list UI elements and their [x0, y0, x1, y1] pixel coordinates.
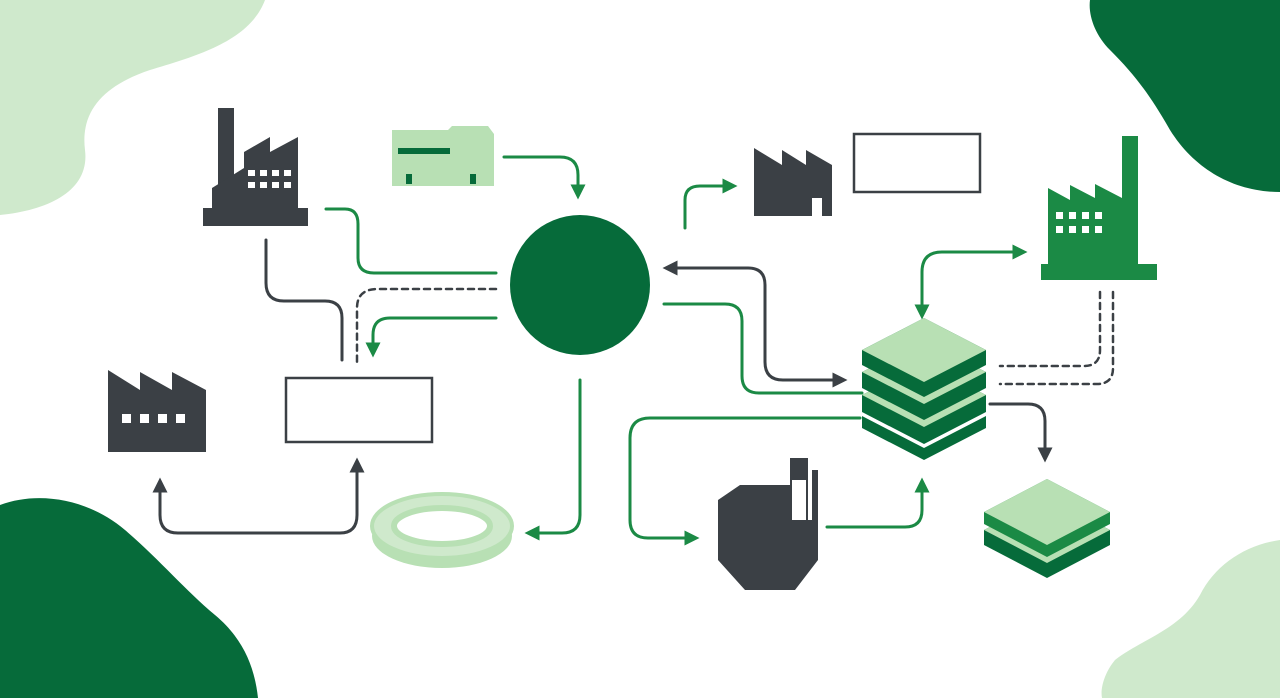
- arrow-hub-to-box: [365, 316, 498, 358]
- arrow-stack-to-silo: [628, 416, 862, 546]
- blob-top-right: [1089, 0, 1280, 192]
- factory-right-icon: [1041, 136, 1157, 280]
- layer-stack-small-icon: [984, 479, 1110, 578]
- machine-icon: [392, 126, 494, 186]
- blob-bottom-right: [1101, 540, 1280, 698]
- arrow-hub-to-factory-small: [683, 178, 738, 230]
- arrow-stack-factory-right: [914, 244, 1028, 320]
- arrow-stack-to-stack-small: [988, 402, 1053, 463]
- furnace-icon: [718, 458, 818, 590]
- factory-top-left-icon: [203, 108, 308, 226]
- factory-small-top-icon: [754, 148, 832, 216]
- layer-stack-large-icon: [862, 318, 986, 460]
- ring-icon: [370, 492, 514, 568]
- arrow-hub-to-ring: [524, 378, 582, 541]
- arrow-silo-to-stack: [825, 477, 930, 529]
- blob-bottom-left: [0, 498, 258, 698]
- link-hub-to-box-dashed: [355, 287, 498, 364]
- link-factory-to-box: [264, 238, 344, 362]
- hub-circle-icon: [510, 215, 650, 355]
- connectors: [152, 155, 1115, 546]
- empty-box-left: [284, 376, 434, 444]
- factory-left-icon: [108, 370, 206, 452]
- arrow-machine-to-hub: [502, 155, 586, 200]
- link-factory-to-hub: [324, 207, 498, 275]
- arrow-loop-factory-box: [152, 457, 365, 535]
- link-factory-right-to-stack-dashed-2: [998, 290, 1115, 386]
- link-factory-right-to-stack-dashed: [998, 290, 1102, 368]
- arrow-stack-hub-bidirectional: [662, 260, 848, 388]
- empty-box-top: [852, 132, 982, 194]
- link-hub-to-stack: [662, 302, 864, 395]
- blob-top-left: [0, 0, 265, 215]
